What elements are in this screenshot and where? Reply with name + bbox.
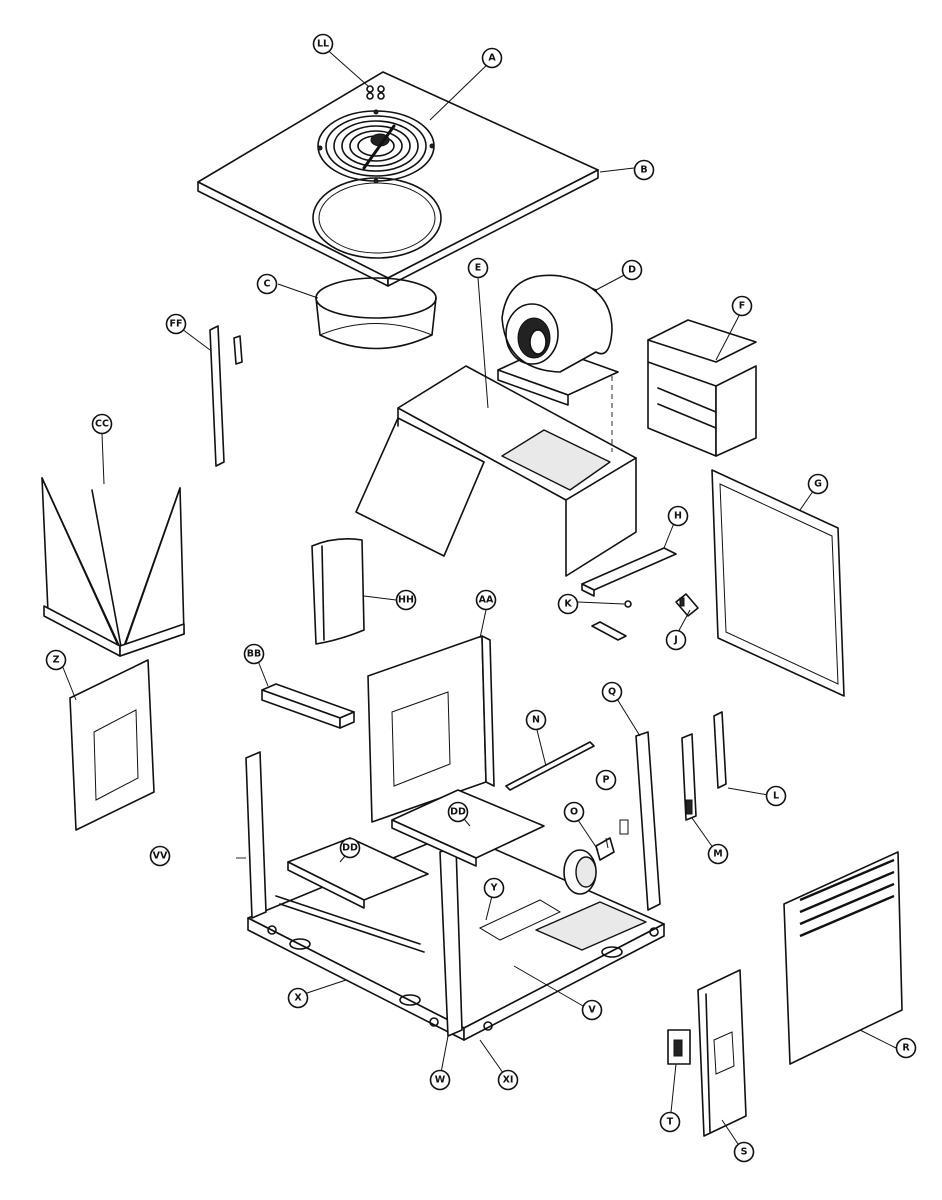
callout-dd-lower: DD [339, 837, 361, 859]
svg-text:XI: XI [503, 1075, 514, 1086]
svg-text:DD: DD [450, 807, 466, 818]
callout-p: P [595, 769, 617, 791]
coil-cc [41, 477, 185, 657]
svg-text:A: A [488, 53, 496, 64]
callout-t: T [659, 1111, 681, 1133]
callout-e: E [467, 257, 489, 279]
panel-hh [311, 538, 365, 645]
svg-text:B: B [640, 165, 647, 176]
svg-text:N: N [532, 715, 540, 726]
callout-vv: VV [149, 845, 171, 867]
svg-text:P: P [603, 775, 610, 786]
top-panel [197, 71, 599, 287]
svg-text:W: W [435, 1075, 446, 1086]
callout-ll: LL [312, 33, 334, 55]
callout-r: R [895, 1037, 917, 1059]
svg-text:T: T [667, 1117, 674, 1128]
callout-q: Q [601, 681, 623, 703]
blower-assembly [497, 274, 619, 406]
access-panel-r [783, 851, 903, 1065]
callout-n: N [525, 709, 547, 731]
callout-y: Y [483, 877, 505, 899]
svg-text:FF: FF [170, 319, 183, 330]
callout-c: C [256, 273, 278, 295]
callout-a: A [481, 47, 503, 69]
callout-o: O [563, 801, 585, 823]
fasteners [366, 85, 385, 100]
post-l [713, 711, 727, 789]
svg-text:AA: AA [479, 595, 494, 606]
callout-h: H [667, 505, 689, 527]
part-j [591, 593, 699, 641]
callout-f: F [731, 295, 753, 317]
door-panel-s [697, 969, 747, 1137]
callout-xi: XI [497, 1069, 519, 1091]
svg-text:VV: VV [153, 851, 168, 862]
bracket-bb [261, 683, 355, 729]
callout-j: J [665, 629, 687, 651]
callout-k: K [557, 593, 579, 615]
callout-dd-upper: DD [447, 801, 469, 823]
svg-text:Y: Y [490, 883, 498, 894]
svg-text:K: K [564, 599, 572, 610]
svg-text:F: F [739, 301, 746, 312]
callout-ff: FF [165, 313, 187, 335]
callout-aa: AA [475, 589, 497, 611]
latch-t [667, 1029, 691, 1065]
svg-text:Z: Z [53, 655, 60, 666]
callout-z: Z [45, 649, 67, 671]
svg-text:DD: DD [342, 843, 358, 854]
blower-partition [355, 365, 637, 577]
callout-x: X [287, 987, 309, 1009]
svg-text:G: G [814, 479, 822, 490]
callout-s: S [733, 1141, 755, 1163]
svg-text:E: E [475, 263, 482, 274]
part-m [681, 733, 697, 821]
svg-text:J: J [673, 635, 678, 646]
svg-text:LL: LL [317, 39, 329, 50]
callout-b: B [633, 159, 655, 181]
callout-bb: BB [243, 643, 265, 665]
svg-text:BB: BB [247, 649, 261, 660]
callout-cc: CC [91, 413, 113, 435]
svg-text:HH: HH [398, 595, 414, 606]
svg-text:X: X [294, 993, 302, 1004]
callout-l: L [765, 785, 787, 807]
orifice-ring [315, 277, 437, 350]
svg-text:C: C [264, 279, 271, 290]
svg-text:M: M [713, 849, 722, 860]
svg-text:Q: Q [608, 687, 616, 698]
callout-hh: HH [395, 589, 417, 611]
svg-text:L: L [773, 791, 779, 802]
callout-m: M [707, 843, 729, 865]
callout-v: V [581, 999, 603, 1021]
part-k [624, 600, 632, 608]
svg-text:D: D [628, 265, 636, 276]
callout-d: D [621, 259, 643, 281]
corner-post-ff [209, 325, 243, 467]
callout-labels: LL A B C D E F FF CC G H HH K J AA BB Z … [45, 33, 917, 1163]
fan-grille [317, 109, 435, 184]
bracket-h [581, 547, 677, 597]
divider-panel [647, 319, 757, 457]
callout-g: G [807, 473, 829, 495]
svg-text:R: R [902, 1043, 910, 1054]
side-panel-z [69, 659, 155, 831]
svg-text:H: H [674, 511, 682, 522]
svg-text:V: V [588, 1005, 596, 1016]
callout-w: W [429, 1069, 451, 1091]
svg-text:S: S [741, 1147, 748, 1158]
side-panel-g [711, 469, 845, 697]
louvers [799, 858, 895, 938]
svg-text:CC: CC [95, 419, 109, 430]
svg-text:O: O [570, 807, 578, 818]
